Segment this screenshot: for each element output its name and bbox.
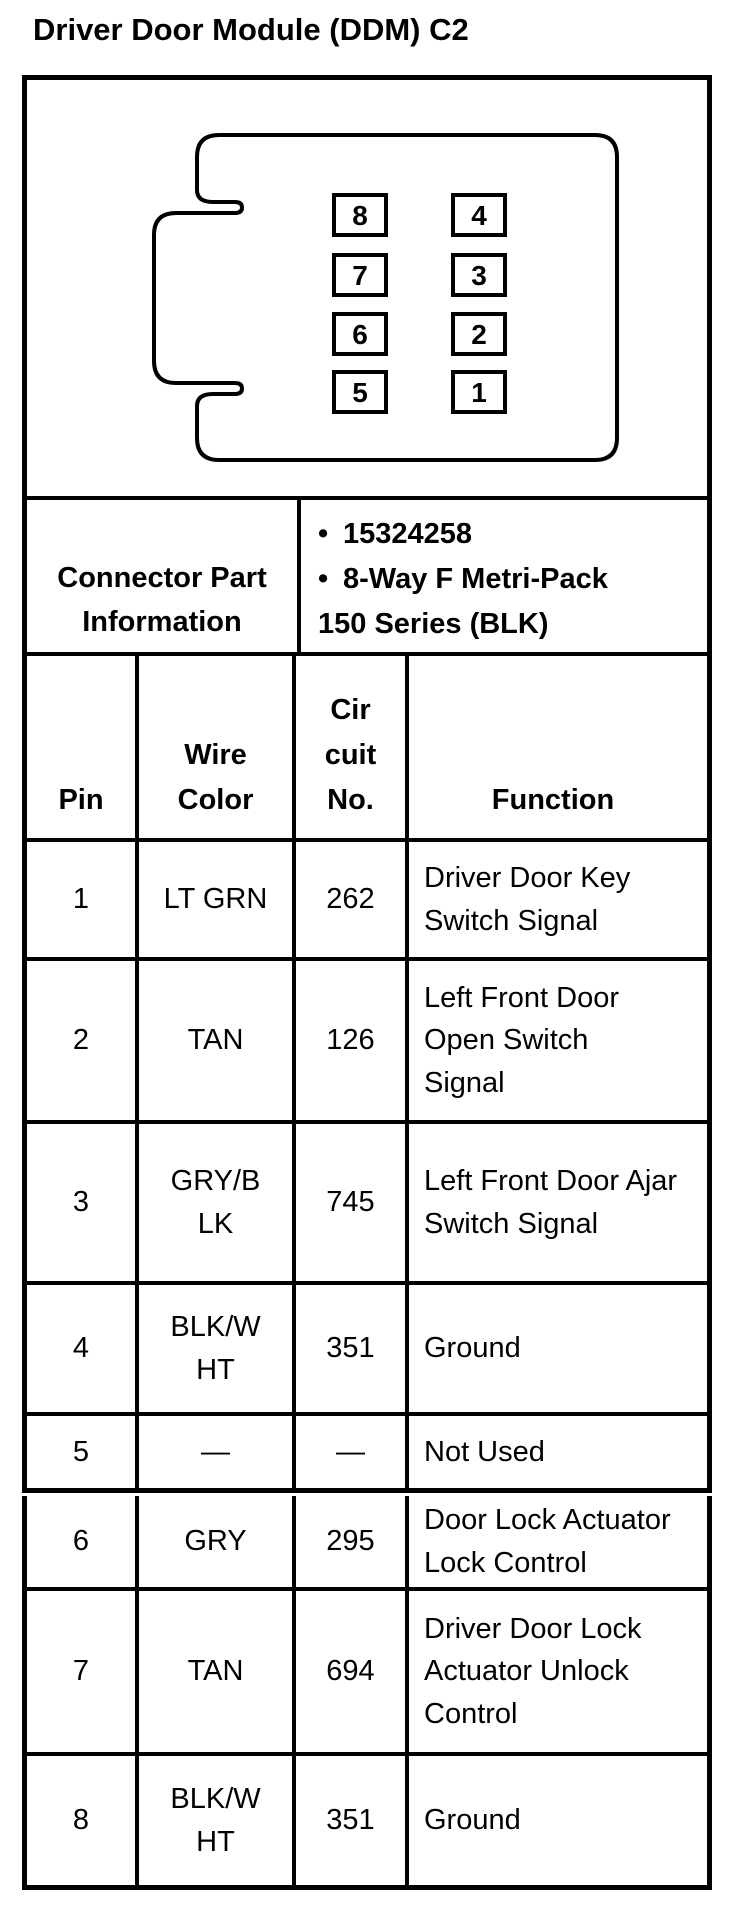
- function-cell: Left Front Door Open Switch Signal: [424, 982, 620, 1099]
- function-cell: Left Front Door Ajar Switch Signal: [424, 1165, 678, 1240]
- connector-part-info-details: • 15324258 • 8-Way F Metri-Pack 150 Seri…: [301, 500, 707, 652]
- function-cell: Driver Door Lock Actuator Unlock Control: [424, 1613, 642, 1730]
- pin-cavity-label: 5: [352, 377, 368, 408]
- pin-cell: 8: [27, 1756, 139, 1885]
- connector-diagram-row: 8 7 6 5 4 3 2 1: [27, 80, 707, 496]
- table-row: 2 TAN 126 Left Front Door Open Switch Si…: [27, 957, 707, 1120]
- function-cell: Driver Door Key Switch Signal: [424, 862, 631, 937]
- header-function: Function: [491, 784, 615, 817]
- pin-cavity-box: [451, 253, 507, 297]
- pin-cell: 2: [27, 961, 139, 1120]
- function-cell: Ground: [424, 1332, 521, 1365]
- pin-cell: 7: [27, 1591, 139, 1752]
- wire-color-cell: TAN: [139, 1591, 296, 1752]
- connector-table-continued: 6 GRY 295 Door Lock Actuator Lock Contro…: [22, 1496, 712, 1890]
- pin-cavity-label: 2: [471, 319, 487, 350]
- page-title: Driver Door Module (DDM) C2: [33, 12, 469, 47]
- circuit-no-cell: —: [296, 1416, 409, 1488]
- pin-cavity-box: [451, 312, 507, 356]
- circuit-no-cell: 351: [296, 1285, 409, 1412]
- pin-cavity-label: 7: [352, 260, 368, 291]
- connector-table: 8 7 6 5 4 3 2 1 Connector Part Inf: [22, 75, 712, 1493]
- pin-cavity-column-right: 4 3 2 1: [451, 193, 507, 414]
- pin-cavity-box: [332, 253, 388, 297]
- circuit-no-cell: 126: [296, 961, 409, 1120]
- part-number-text: 15324258: [343, 518, 473, 550]
- wire-color-cell: LT GRN: [139, 842, 296, 957]
- function-cell: Ground: [424, 1804, 521, 1837]
- circuit-no-cell: 694: [296, 1591, 409, 1752]
- connector-housing-outline: [152, 133, 619, 462]
- connector-part-info-row: Connector Part Information • 15324258 • …: [27, 496, 707, 652]
- connector-type-text: 8-Way F Metri-Pack: [343, 563, 608, 595]
- pin-cavity-box: [332, 193, 388, 237]
- pin-cell: 6: [27, 1496, 139, 1587]
- function-cell: Door Lock Actuator Lock Control: [424, 1504, 671, 1579]
- header-circuit-no: Cir cuit No.: [296, 656, 409, 838]
- pin-cavity-column-left: 8 7 6 5: [332, 193, 388, 414]
- wire-color-cell: —: [139, 1416, 296, 1488]
- pin-cavity-label: 8: [352, 200, 368, 231]
- header-pin: Pin: [27, 656, 139, 838]
- pin-cavity-label: 6: [352, 319, 368, 350]
- wire-color-cell: GRY: [139, 1496, 296, 1587]
- table-row: 4 BLK/W HT 351 Ground: [27, 1281, 707, 1412]
- table-row: 5 — — Not Used: [27, 1412, 707, 1488]
- connector-type-continuation: 150 Series (BLK): [318, 608, 549, 640]
- bullet-icon: •: [318, 563, 329, 595]
- bullet-icon: •: [318, 518, 329, 550]
- connector-face-diagram: 8 7 6 5 4 3 2 1: [152, 133, 619, 462]
- pin-cavity-box: [451, 370, 507, 414]
- table-row: 3 GRY/B LK 745 Left Front Door Ajar Swit…: [27, 1120, 707, 1281]
- table-header-row: Pin Wire Color Cir cuit No. Function: [27, 652, 707, 838]
- pin-cell: 4: [27, 1285, 139, 1412]
- pin-cavity-label: 3: [471, 260, 487, 291]
- pin-cell: 1: [27, 842, 139, 957]
- function-cell: Not Used: [424, 1435, 545, 1468]
- connector-part-info-label: Connector Part Information: [27, 500, 301, 652]
- circuit-no-cell: 351: [296, 1756, 409, 1885]
- wire-color-cell: BLK/W HT: [139, 1285, 296, 1412]
- wire-color-cell: BLK/W HT: [139, 1756, 296, 1885]
- table-row: 6 GRY 295 Door Lock Actuator Lock Contro…: [27, 1496, 707, 1587]
- pin-cavity-label: 1: [471, 377, 487, 408]
- part-number-item: • 15324258: [318, 512, 699, 557]
- connector-type-item: • 8-Way F Metri-Pack: [318, 557, 699, 602]
- table-row: 8 BLK/W HT 351 Ground: [27, 1752, 707, 1885]
- pin-cell: 3: [27, 1124, 139, 1281]
- table-row: 7 TAN 694 Driver Door Lock Actuator Unlo…: [27, 1587, 707, 1752]
- circuit-no-cell: 295: [296, 1496, 409, 1587]
- circuit-no-cell: 262: [296, 842, 409, 957]
- header-wire-color: Wire Color: [139, 656, 296, 838]
- table-row: 1 LT GRN 262 Driver Door Key Switch Sign…: [27, 838, 707, 957]
- pin-cavity-box: [332, 370, 388, 414]
- pin-cavity-label: 4: [471, 200, 487, 231]
- circuit-no-cell: 745: [296, 1124, 409, 1281]
- pin-cell: 5: [27, 1416, 139, 1488]
- wire-color-cell: GRY/B LK: [139, 1124, 296, 1281]
- pin-cavity-box: [332, 312, 388, 356]
- pin-cavity-box: [451, 193, 507, 237]
- wire-color-cell: TAN: [139, 961, 296, 1120]
